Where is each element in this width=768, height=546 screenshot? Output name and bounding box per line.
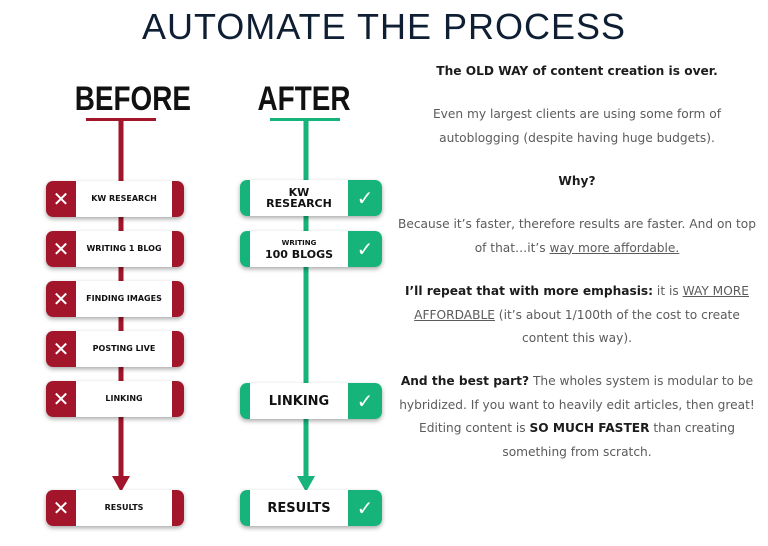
before-underline: [86, 118, 156, 121]
before-step-finding-images: ✕ FINDING IMAGES: [46, 281, 184, 317]
check-mark-icon: ✓: [348, 383, 382, 419]
before-step-posting-live: ✕ POSTING LIVE: [46, 331, 184, 367]
after-step-results: RESULTS ✓: [240, 490, 382, 526]
paragraph-repeat: I’ll repeat that with more emphasis: it …: [405, 284, 749, 345]
x-mark-icon: ✕: [46, 490, 76, 526]
paragraph-faster: Because it’s faster, therefore results a…: [398, 217, 756, 255]
after-underline: [270, 118, 340, 121]
before-heading: BEFORE: [74, 80, 191, 118]
x-mark-icon: ✕: [46, 181, 76, 217]
x-mark-icon: ✕: [46, 281, 76, 317]
before-step-writing: ✕ WRITING 1 BLOG: [46, 231, 184, 267]
before-step-results: ✕ RESULTS: [46, 490, 184, 526]
check-mark-icon: ✓: [348, 231, 382, 267]
after-arrow-head: [297, 476, 315, 492]
before-arrow-head: [112, 476, 130, 492]
paragraph-clients: Even my largest clients are using some f…: [432, 107, 722, 145]
x-mark-icon: ✕: [46, 231, 76, 267]
after-heading: AFTER: [257, 80, 351, 118]
page-title: AUTOMATE THE PROCESS: [141, 6, 627, 47]
after-step-linking: LINKING ✓: [240, 383, 382, 419]
x-mark-icon: ✕: [46, 331, 76, 367]
before-step-linking: ✕ LINKING: [46, 381, 184, 417]
before-step-kw-research: ✕ KW RESEARCH: [46, 181, 184, 217]
why-heading: Why?: [558, 174, 596, 188]
check-mark-icon: ✓: [348, 490, 382, 526]
x-mark-icon: ✕: [46, 381, 76, 417]
intro-heading: The OLD WAY of content creation is over.: [436, 64, 718, 78]
check-mark-icon: ✓: [348, 180, 382, 216]
paragraph-best-part: And the best part? The wholes system is …: [399, 374, 755, 459]
